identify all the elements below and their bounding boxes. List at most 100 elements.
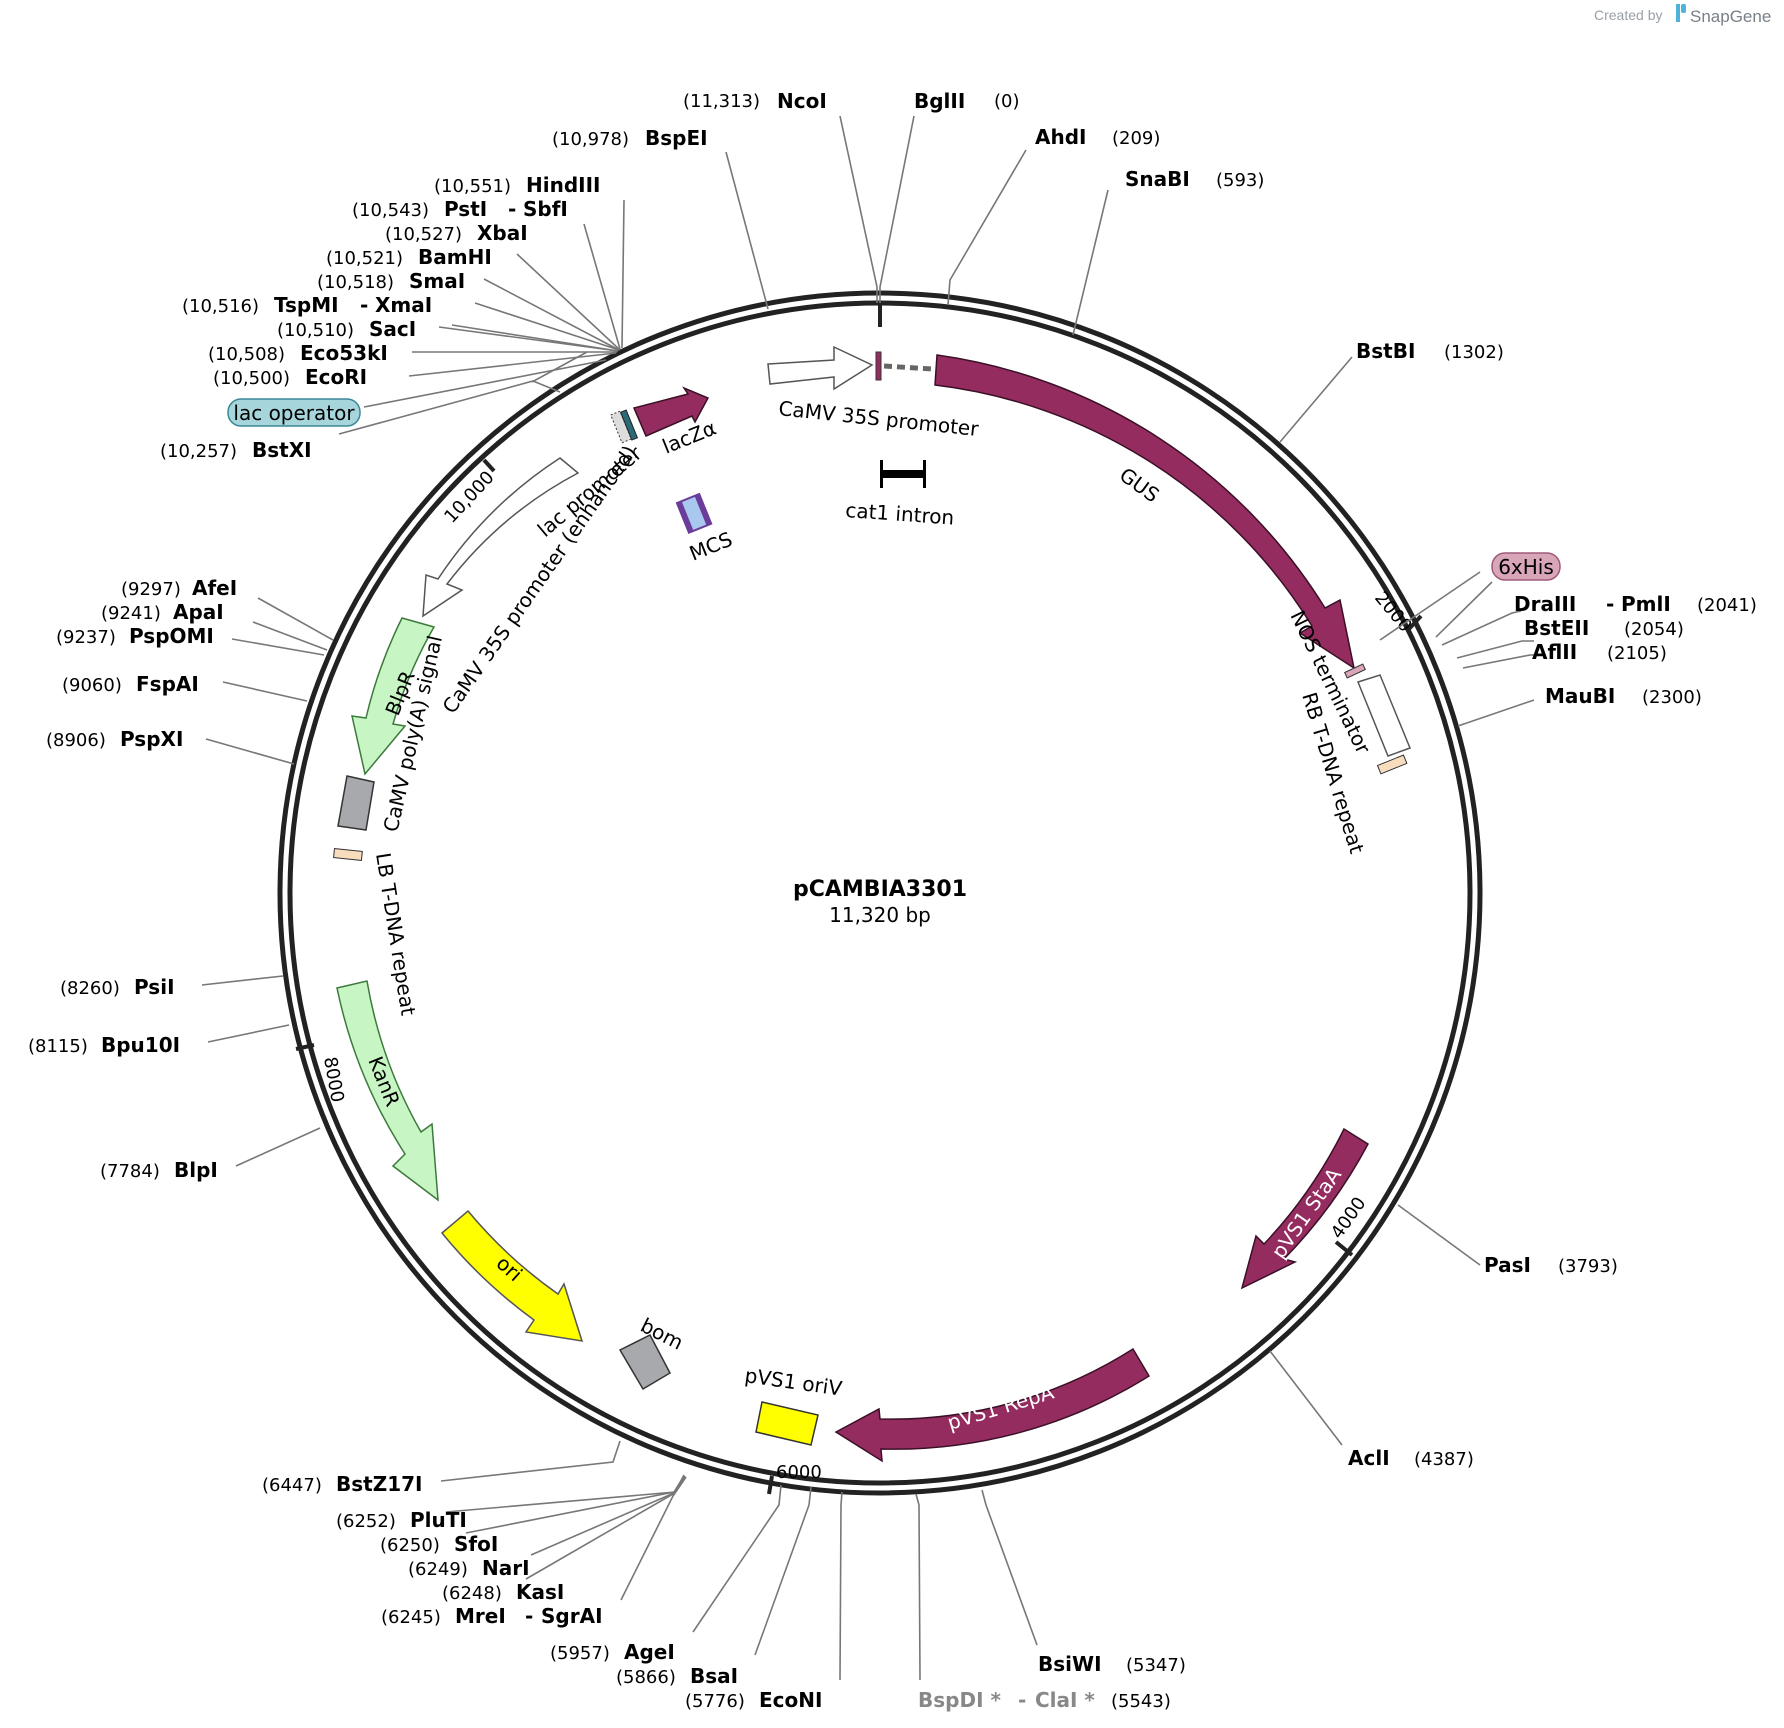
lb-repeat-label: LB T-DNA repeat	[371, 851, 420, 1017]
site-name-smai[interactable]: SmaI	[409, 269, 465, 293]
site-name-xbai[interactable]: XbaI	[477, 221, 528, 245]
site-pos-ecori: (10,500)	[213, 368, 290, 389]
site-pos-draiii: (2041)	[1697, 595, 1757, 616]
gus-arrow[interactable]	[934, 354, 1356, 670]
site-pos-bglii: (0)	[994, 91, 1020, 112]
site-pos-apai: (9241)	[101, 603, 161, 624]
site-name-pspomi[interactable]: PspOMI	[129, 624, 214, 648]
site-name-pluti[interactable]: PluTI	[410, 1508, 467, 1532]
site-name-aflii[interactable]: AflII	[1532, 640, 1577, 664]
site-name-sgrai[interactable]: SgrAI	[541, 1604, 603, 1628]
camv35s-enhanced-arrow[interactable]	[422, 457, 580, 618]
site-name-apai[interactable]: ApaI	[173, 600, 224, 624]
site-name-bstxi[interactable]: BstXI	[252, 438, 312, 462]
site-name-bsiwi[interactable]: BsiWI	[1038, 1652, 1102, 1676]
site-pos-pspomi: (9237)	[56, 627, 116, 648]
site-pos-tspmi: (10,516)	[182, 296, 259, 317]
site-name-nari[interactable]: NarI	[482, 1556, 530, 1580]
snapgene-logo-icon	[1676, 4, 1686, 22]
cat1-intron-label: cat1 intron	[845, 498, 955, 530]
pvs1-oriv-label: pVS1 oriV	[743, 1363, 844, 1400]
cat1-intron-marker	[880, 460, 926, 488]
site-name-sep-psti: -	[508, 197, 516, 221]
site-name-agei[interactable]: AgeI	[624, 1640, 675, 1664]
site-name-sfoi[interactable]: SfoI	[454, 1532, 498, 1556]
site-name-sep-bspdi: -	[1018, 1688, 1026, 1712]
lb-repeat-feature	[333, 848, 363, 861]
lacz-alpha-arrow[interactable]	[632, 386, 710, 437]
site-name-pspxi[interactable]: PspXI	[120, 727, 183, 751]
gus-dashed-connector	[883, 363, 933, 372]
camv35s-promoter-label: CaMV 35S promoter	[777, 396, 980, 441]
site-name-sep-mrei: -	[525, 1604, 533, 1628]
site-name-ahdi[interactable]: AhdI	[1035, 125, 1086, 149]
site-name-pmli[interactable]: PmlI	[1621, 592, 1671, 616]
pvs1-repa-arrow[interactable]	[834, 1347, 1151, 1463]
site-name-bspei[interactable]: BspEI	[645, 126, 708, 150]
ori-arrow[interactable]	[440, 1209, 584, 1342]
site-pos-aflii: (2105)	[1607, 643, 1667, 664]
site-name-ecori[interactable]: EcoRI	[305, 365, 367, 389]
site-name-psti[interactable]: PstI	[444, 197, 487, 221]
site-name-kasi[interactable]: KasI	[516, 1580, 564, 1604]
site-pos-pasi: (3793)	[1558, 1256, 1618, 1277]
nos-terminator-box[interactable]	[1357, 674, 1411, 757]
site-pos-bsai: (5866)	[616, 1667, 676, 1688]
site-name-bspdi[interactable]: BspDI *	[918, 1688, 1001, 1712]
site-name-xmai[interactable]: XmaI	[375, 293, 432, 317]
credit-prefix: Created by	[1594, 7, 1662, 23]
snapgene-credit: Created by SnapGene	[1594, 4, 1771, 26]
gus-start-marker	[875, 351, 882, 381]
site-name-mrei[interactable]: MreI	[455, 1604, 506, 1628]
his-tag-label: 6xHis	[1498, 555, 1554, 579]
leader-lines	[201, 115, 1535, 1681]
site-name-tspmi[interactable]: TspMI	[274, 293, 339, 317]
site-name-hindiii[interactable]: HindIII	[526, 173, 600, 197]
site-pos-kasi: (6248)	[442, 1583, 502, 1604]
blpr-arrow[interactable]	[351, 617, 436, 776]
site-name-blpi[interactable]: BlpI	[174, 1158, 218, 1182]
pvs1-staa-arrow[interactable]	[1240, 1127, 1369, 1290]
site-pos-psti: (10,543)	[352, 200, 429, 221]
bom-box[interactable]	[618, 1334, 671, 1391]
site-name-afei[interactable]: AfeI	[192, 576, 237, 600]
tick-2000	[1406, 614, 1423, 632]
site-name-eco53ki[interactable]: Eco53kI	[300, 341, 388, 365]
site-name-psii[interactable]: PsiI	[134, 975, 175, 999]
site-name-econi[interactable]: EcoNI	[759, 1688, 822, 1712]
site-pos-acli: (4387)	[1414, 1449, 1474, 1470]
site-pos-maubi: (2300)	[1642, 687, 1702, 708]
site-name-bpu10i[interactable]: Bpu10I	[101, 1033, 180, 1057]
his-tag-badge[interactable]: 6xHis	[1491, 552, 1561, 581]
site-name-bstbi[interactable]: BstBI	[1356, 339, 1415, 363]
site-pos-bstxi: (10,257)	[160, 441, 237, 462]
plasmid-length: 11,320 bp	[829, 903, 931, 927]
site-name-fspai[interactable]: FspAI	[136, 672, 199, 696]
kanr-arrow[interactable]	[336, 980, 439, 1202]
site-name-bsai[interactable]: BsaI	[690, 1664, 738, 1688]
site-pos-mrei: (6245)	[381, 1607, 441, 1628]
site-pos-bstbi: (1302)	[1444, 342, 1504, 363]
pvs1-oriv-box[interactable]	[755, 1401, 819, 1446]
site-name-pasi[interactable]: PasI	[1484, 1253, 1531, 1277]
site-name-draiii[interactable]: DraIII	[1514, 592, 1576, 616]
camv35s-promoter-arrow[interactable]	[767, 345, 874, 391]
site-name-clai[interactable]: ClaI *	[1035, 1688, 1095, 1712]
lac-operator-badge[interactable]: lac operator	[227, 398, 361, 427]
site-name-sep-tspmi: -	[360, 293, 368, 317]
site-name-bamhi[interactable]: BamHI	[418, 245, 492, 269]
site-name-bglii[interactable]: BglII	[914, 89, 965, 113]
tick-label-6000: 6000	[776, 1462, 822, 1483]
camv-polya-box[interactable]	[337, 775, 375, 831]
site-pos-bsteii: (2054)	[1624, 619, 1684, 640]
site-pos-psii: (8260)	[60, 978, 120, 999]
site-name-snabi[interactable]: SnaBI	[1125, 167, 1190, 191]
site-name-saci[interactable]: SacI	[369, 317, 416, 341]
site-name-bsteii[interactable]: BstEII	[1524, 616, 1589, 640]
site-name-sbfi[interactable]: SbfI	[523, 197, 568, 221]
site-name-maubi[interactable]: MauBI	[1545, 684, 1615, 708]
site-name-acli[interactable]: AclI	[1348, 1446, 1390, 1470]
site-name-ncoi[interactable]: NcoI	[777, 89, 827, 113]
site-name-bstz17i[interactable]: BstZ17I	[336, 1472, 422, 1496]
